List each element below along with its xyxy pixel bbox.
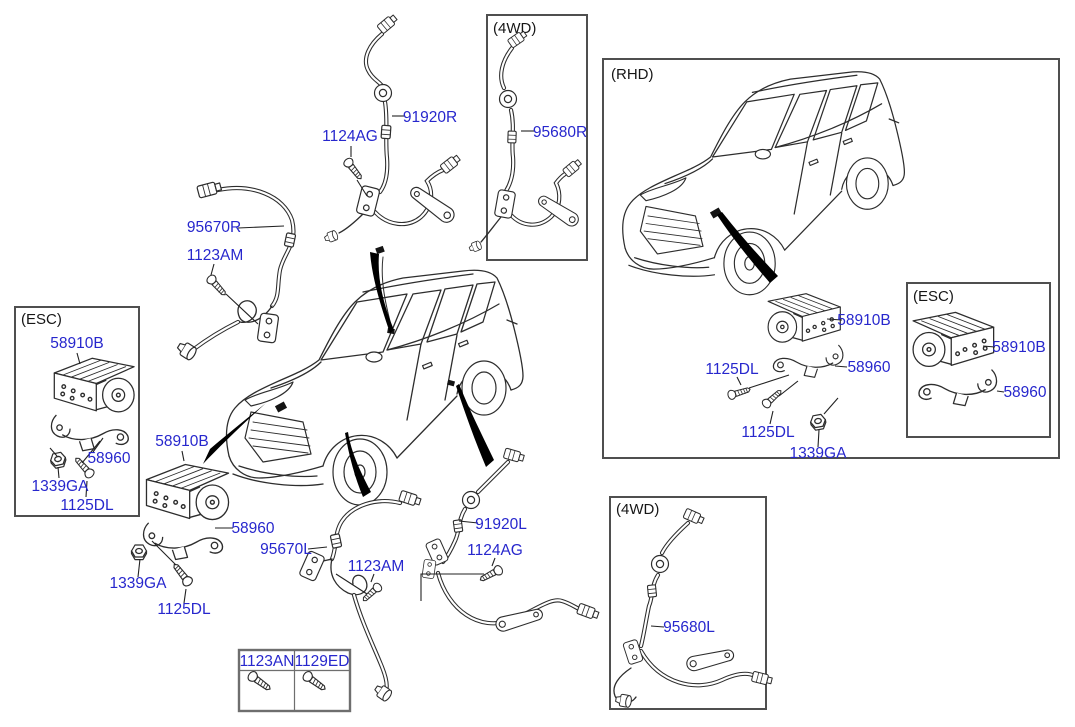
label-rhd-58910B[interactable]: 58910B (837, 312, 890, 329)
label-rhd-1125DL-upper[interactable]: 1125DL (705, 361, 759, 378)
label-95670R[interactable]: 95670R (187, 219, 241, 236)
bottom-4wd-tag: (4WD) (616, 501, 659, 518)
rear-door-sensor (446, 379, 456, 387)
fastener-table: 1123AN 1129ED (237, 648, 352, 713)
sensor-harness-91920R (323, 12, 463, 244)
sensor-head (371, 682, 394, 703)
label-1124AG-top[interactable]: 1124AG (322, 128, 378, 145)
bolt-1125DL-rhd-upper (726, 384, 752, 401)
label-center-1339GA[interactable]: 1339GA (110, 575, 168, 592)
bolt-1125DL-center (169, 560, 195, 589)
left-esc-box (14, 306, 140, 517)
top-4wd-tag: (4WD) (493, 20, 536, 37)
bracket (256, 312, 280, 344)
nut-1339GA-center (130, 544, 148, 561)
cowl-sensor-connector (274, 401, 288, 413)
sensor-harness-95680L (613, 507, 774, 709)
bracket-lower (421, 558, 437, 580)
table-header-1129ED[interactable]: 1129ED (295, 653, 350, 670)
bottom-4wd-box (609, 496, 767, 710)
abs-module-rhd-esc (912, 311, 998, 407)
label-center-1125DL[interactable]: 1125DL (157, 601, 211, 618)
connector (196, 179, 223, 199)
bracket-arm (493, 605, 545, 634)
label-rhd-58960[interactable]: 58960 (847, 359, 890, 376)
label-center-58960[interactable]: 58960 (231, 520, 274, 537)
grommet (650, 554, 670, 574)
table-header-1123AN[interactable]: 1123AN (240, 653, 295, 670)
label-esc-58910B[interactable]: 58910B (50, 335, 103, 352)
fastener-table-grid (239, 650, 350, 711)
label-esc-1125DL[interactable]: 1125DL (60, 497, 114, 514)
rhd-box (602, 58, 1060, 459)
label-esc-1339GA[interactable]: 1339GA (32, 478, 90, 495)
label-esc-58960[interactable]: 58960 (87, 450, 130, 467)
label-center-58910B[interactable]: 58910B (155, 433, 208, 450)
sensor-harness-95670L (298, 489, 423, 703)
rhd-tag: (RHD) (611, 66, 654, 83)
sensor-connector (750, 670, 774, 687)
label-91920R[interactable]: 91920R (403, 109, 457, 126)
label-rhd-1125DL-lower[interactable]: 1125DL (741, 424, 795, 441)
clip (380, 124, 392, 140)
arrow-rear-sensor (456, 384, 494, 467)
label-rhd-esc-58910B[interactable]: 58910B (992, 339, 1045, 356)
clip (283, 232, 297, 248)
clip (329, 533, 343, 549)
arrow-rhd-module (717, 212, 778, 283)
bolt-1124AG-top (341, 155, 366, 183)
bolt-1125DL-rhd-lower (760, 386, 785, 410)
label-95670L[interactable]: 95670L (260, 541, 312, 558)
arrow-roof (370, 252, 394, 333)
sensor-connector (576, 602, 601, 621)
connector (398, 489, 423, 508)
clip (646, 584, 658, 598)
clip (507, 130, 517, 144)
vehicle-center (225, 245, 524, 506)
abs-module-rhd (767, 293, 844, 378)
vehicle-rhd (622, 71, 906, 296)
bolt-1123AM-top (204, 272, 230, 299)
label-95680L[interactable]: 95680L (663, 619, 715, 636)
label-rhd-1339GA[interactable]: 1339GA (790, 445, 848, 462)
rhd-esc-tag: (ESC) (913, 288, 954, 305)
sensor-harness-91920L (421, 447, 601, 634)
label-1124AG-center[interactable]: 1124AG (467, 542, 523, 559)
rhd-esc-box (906, 282, 1051, 438)
left-esc-tag: (ESC) (21, 311, 62, 328)
label-1123AM-center[interactable]: 1123AM (348, 558, 405, 575)
bracket-arm (684, 646, 736, 673)
sensor-harness-95680R (467, 29, 584, 254)
sensor-head (614, 692, 633, 709)
sensor-head (467, 239, 483, 254)
sensor-head (323, 229, 340, 244)
leader-lines (49, 115, 1005, 628)
nut-1339GA-esc (48, 450, 68, 470)
grommet (498, 89, 518, 109)
grommet (373, 83, 393, 103)
top-4wd-box (486, 14, 588, 261)
sensor-head (174, 339, 199, 362)
label-rhd-esc-58960[interactable]: 58960 (1003, 384, 1046, 401)
connector (376, 12, 399, 35)
nut-1339GA-rhd (808, 413, 828, 432)
arrow-front-sensor (345, 432, 371, 497)
label-95680R[interactable]: 95680R (533, 124, 587, 141)
abs-module-esc-left (50, 357, 135, 452)
grommet (461, 490, 481, 510)
label-91920L[interactable]: 91920L (475, 516, 527, 533)
label-1123AM-top[interactable]: 1123AM (187, 247, 244, 264)
roof-harness-connector (375, 245, 385, 255)
rhd-cowl-sensor-connector (709, 207, 723, 219)
sensor-harness-95670R (174, 179, 297, 362)
